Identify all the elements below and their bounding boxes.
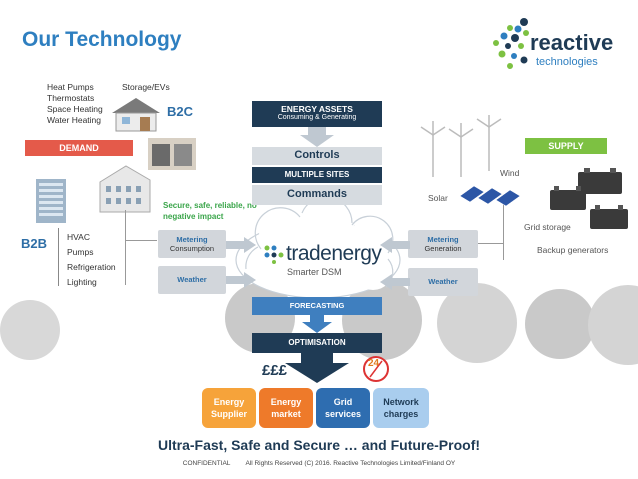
factory-building-icon [99, 165, 151, 213]
bg-circle [437, 283, 517, 363]
weather-right-label: Weather [428, 277, 458, 286]
arrow-down-icon [302, 315, 332, 333]
b2b-labels: HVAC Pumps Refrigeration Lighting [67, 230, 116, 290]
multiple-sites-bar: MULTIPLE SITES [252, 167, 382, 183]
b2c-labels: Heat Pumps Thermostats Space Heating Wat… [47, 82, 103, 126]
weather-right-box: Weather [408, 268, 478, 296]
bg-circle [0, 300, 60, 360]
arrow-down-icon [300, 127, 334, 147]
tile-label: Network charges [383, 397, 419, 419]
badge-24-7: 24 [362, 355, 390, 383]
tile-grid-services: Grid services [316, 388, 370, 428]
metering-generation-box: Metering Generation [408, 230, 478, 258]
b2c-label: Water Heating [47, 115, 102, 125]
tile-energy-market: Energy market [259, 388, 313, 428]
b2c-label: Space Heating [47, 104, 103, 114]
arrow-left-icon [380, 274, 410, 290]
wind-turbines-icon [420, 115, 502, 177]
b2c-label: Heat Pumps [47, 82, 94, 92]
wind-label: Wind [500, 168, 520, 178]
arrow-left-icon [380, 237, 410, 253]
logo-name: reactive [530, 30, 614, 55]
arrow-down-icon [285, 353, 349, 383]
b2c-label: Thermostats [47, 93, 95, 103]
brand-name: tradenergy [286, 242, 382, 265]
backup-generators-label: Backup generators [537, 245, 609, 255]
tile-label: Grid services [324, 397, 362, 419]
connector-line [125, 240, 157, 241]
battery-icon [550, 186, 586, 210]
energy-assets-title: ENERGY ASSETS [281, 104, 353, 114]
demand-tag: DEMAND [25, 140, 133, 156]
supply-tag: SUPPLY [525, 138, 607, 154]
b2b-bracket [58, 228, 65, 286]
b2c-tag: B2C [167, 104, 194, 119]
logo-mark-icon [493, 18, 529, 69]
metering-consumption-box: Metering Consumption [158, 230, 226, 258]
footer: CONFIDENTIAL All Rights Reserved (C) 201… [0, 460, 638, 467]
controls-bar [252, 147, 382, 165]
connector-line [125, 210, 126, 285]
solar-panels-icon [460, 185, 521, 207]
b2b-label: Lighting [67, 277, 97, 287]
headline-tagline: Ultra-Fast, Safe and Secure … and Future… [157, 437, 481, 453]
commands-bar [252, 185, 382, 205]
bg-circle [525, 289, 595, 359]
brand-tagline: Smarter DSM [287, 267, 342, 277]
tradenergy-dots-icon [264, 245, 284, 264]
optimisation-bar: OPTIMISATION [252, 333, 382, 353]
arrow-right-icon [226, 272, 256, 288]
tile-label: Energy market [270, 397, 302, 419]
b2b-label: Refrigeration [67, 262, 116, 272]
controls-label: Controls [294, 149, 340, 161]
weather-left-label: Weather [177, 275, 207, 284]
storage-label: Storage/EVs [122, 82, 170, 92]
energy-assets-subtitle: Consuming & Generating [277, 114, 357, 121]
solar-label: Solar [428, 193, 448, 203]
battery-icon [590, 205, 628, 229]
forecasting-bar: FORECASTING [252, 297, 382, 315]
metering-subtitle: Generation [424, 244, 462, 253]
house-icon [112, 98, 160, 132]
connector-line [503, 200, 504, 260]
energy-assets-box: ENERGY ASSETS Consuming & Generating [252, 101, 382, 127]
grid-storage-label: Grid storage [524, 222, 571, 232]
secure-note: Secure, safe, reliable, no negative impa… [163, 201, 257, 221]
battery-icon [578, 168, 622, 194]
tile-label: Energy Supplier [210, 397, 247, 419]
badge-number: 24 [368, 358, 380, 369]
footer-confidential: CONFIDENTIAL [182, 460, 231, 467]
b2b-label: Pumps [67, 247, 94, 257]
metering-title: Metering [427, 235, 459, 244]
tile-network-charges: Network charges [373, 388, 429, 428]
office-building-icon [36, 179, 66, 223]
metering-subtitle: Consumption [169, 244, 215, 253]
money-label: £££ [262, 362, 288, 379]
tile-energy-supplier: Energy Supplier [202, 388, 256, 428]
shop-icon [148, 138, 196, 170]
arrow-right-icon [226, 237, 256, 253]
page-title: Our Technology [22, 28, 182, 51]
metering-title: Metering [176, 235, 208, 244]
bg-circle [588, 285, 638, 365]
b2b-tag: B2B [21, 236, 48, 251]
logo-subtitle: technologies [536, 56, 598, 68]
connector-line [478, 243, 503, 244]
clock-badge-icon [363, 356, 389, 382]
b2b-label: HVAC [67, 232, 90, 242]
footer-rights: All Rights Reserved (C) 2016. Reactive T… [245, 460, 456, 467]
weather-left-box: Weather [158, 266, 226, 294]
reactive-logo: reactive technologies [488, 16, 628, 78]
commands-label: Commands [287, 188, 347, 200]
